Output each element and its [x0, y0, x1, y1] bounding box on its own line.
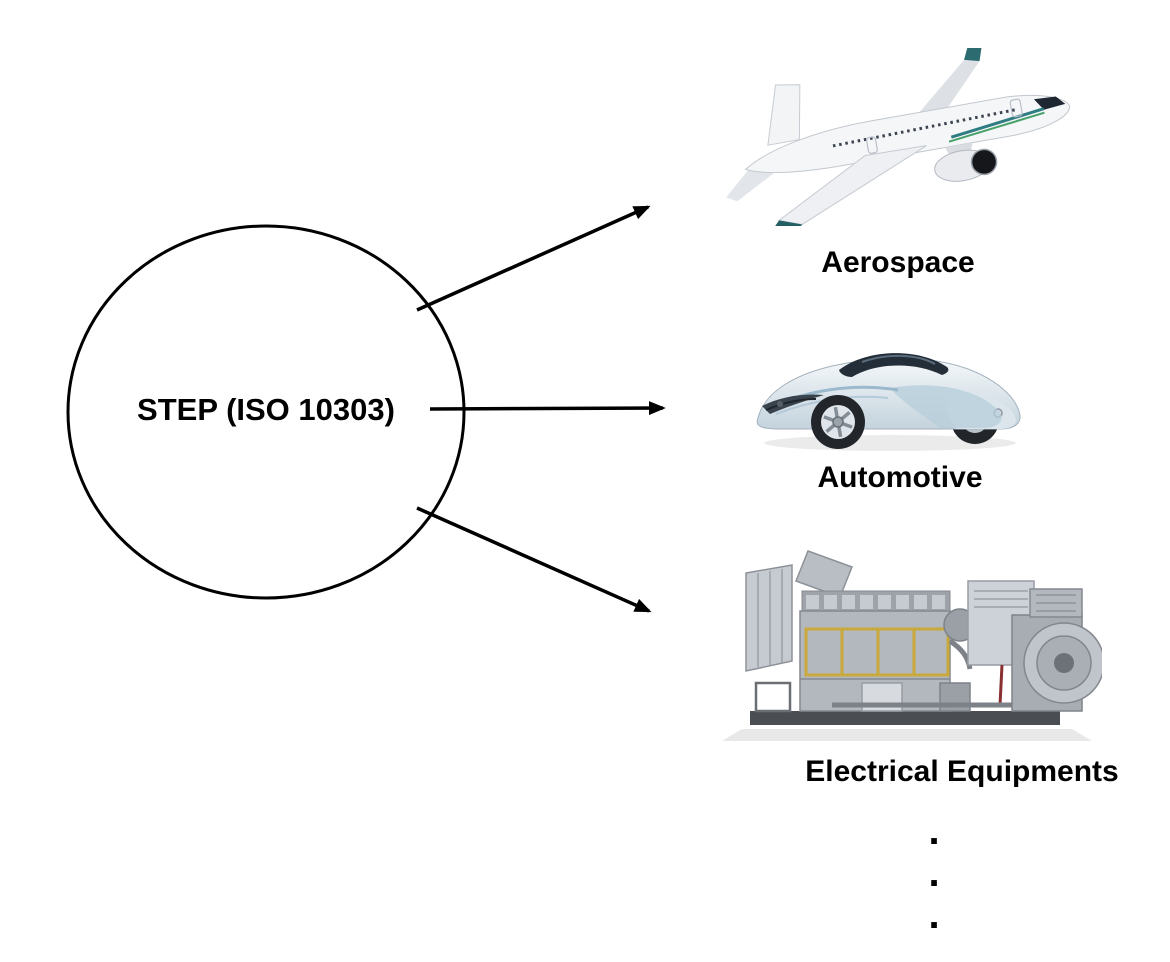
hub-circle	[66, 224, 466, 600]
more-industries-ellipsis: . . .	[916, 810, 952, 936]
industrial-generator-image	[722, 550, 1102, 741]
arrow-to-automotive	[429, 401, 666, 416]
industry-label-automotive: Automotive	[817, 461, 983, 494]
arrow-to-electrical	[416, 506, 652, 613]
airplane-image	[726, 48, 1071, 226]
ellipsis-dot: .	[928, 851, 940, 895]
industry-label-electrical-equipments: Electrical Equipments	[805, 755, 1119, 788]
arrow-to-aerospace	[416, 205, 651, 312]
hub-label: STEP (ISO 10303)	[137, 392, 395, 427]
industry-label-aerospace: Aerospace	[821, 246, 975, 279]
concept-car-image	[756, 353, 1021, 451]
ellipsis-dot: .	[928, 893, 940, 937]
ellipsis-dot: .	[928, 809, 940, 853]
